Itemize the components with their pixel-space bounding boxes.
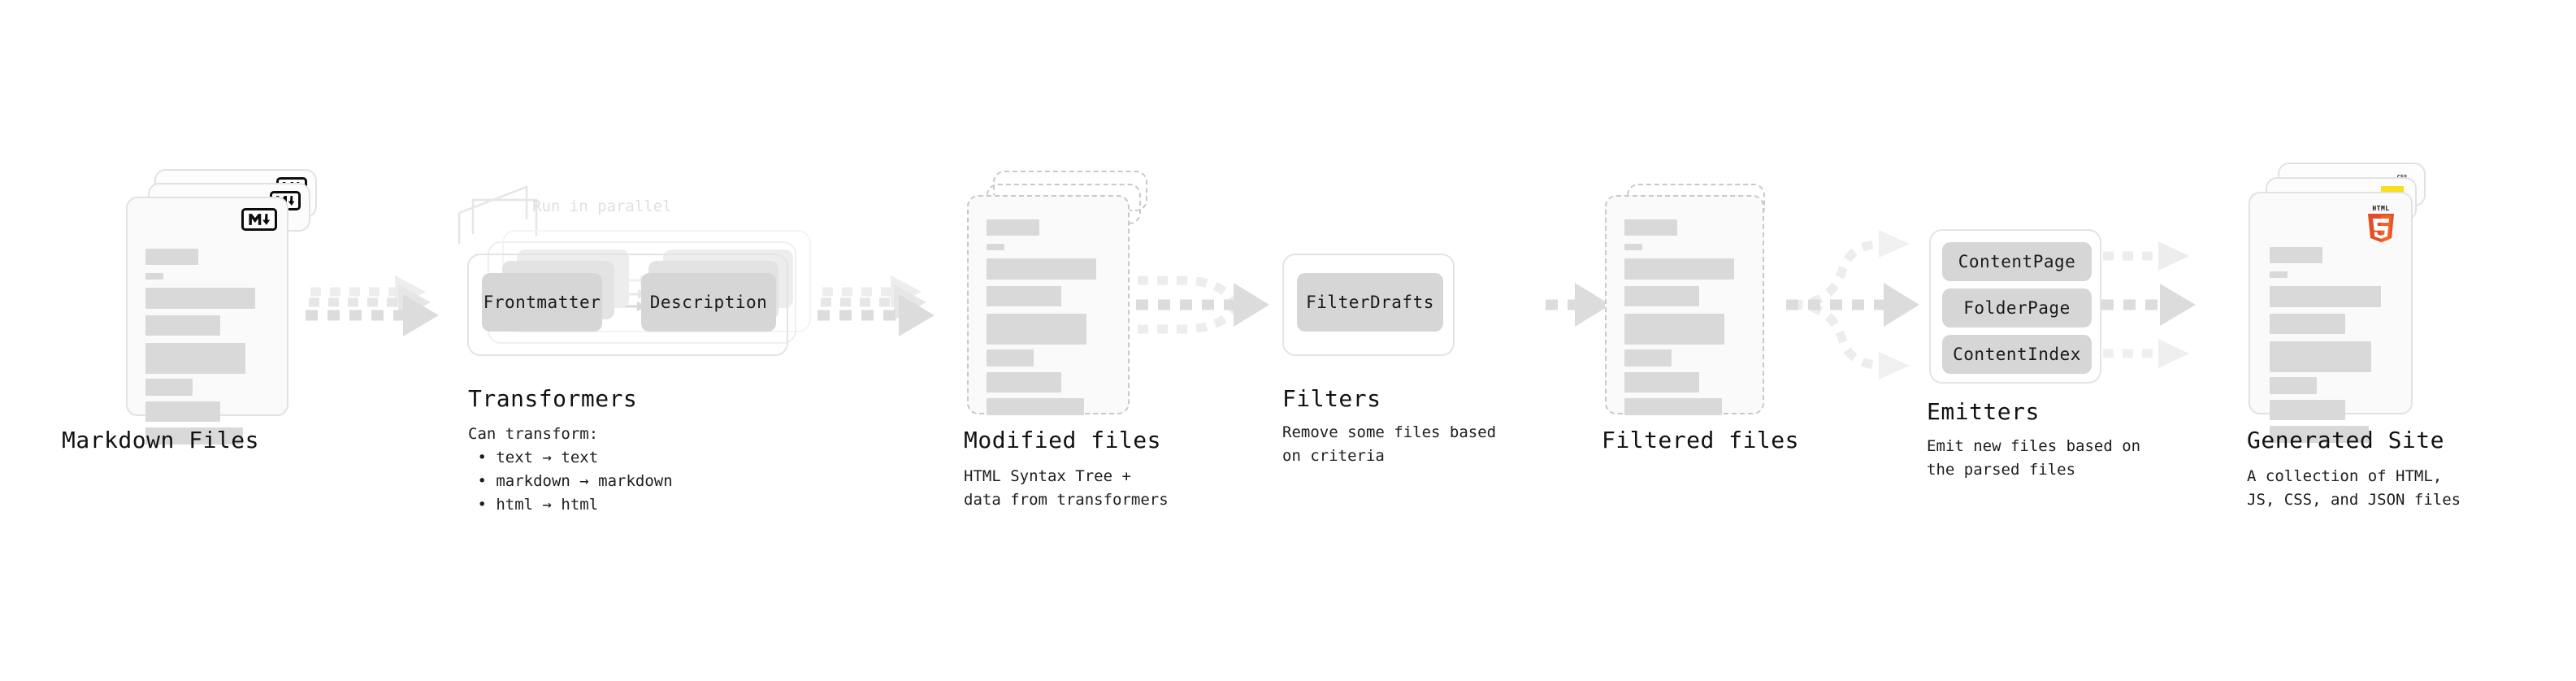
stage-subtitle-filters: Remove some files based on criteria bbox=[1282, 423, 1497, 465]
markdown-file-card-front bbox=[126, 197, 288, 445]
connector-filtered-to-emitters bbox=[1786, 230, 1919, 380]
connector-filters-to-filtered bbox=[1546, 283, 1611, 327]
content-bar bbox=[145, 343, 245, 374]
content-bar bbox=[2270, 377, 2317, 394]
transformer-chip-frontmatter[interactable]: Frontmatter bbox=[482, 273, 602, 332]
content-bar bbox=[1624, 314, 1724, 345]
stage-title-generated-site: Generated Site bbox=[2247, 427, 2445, 453]
emitters-group[interactable]: ContentPage FolderPage ContentIndex bbox=[1929, 229, 2101, 384]
content-bar bbox=[987, 219, 1039, 236]
content-bar bbox=[145, 249, 198, 265]
content-bar bbox=[145, 427, 243, 445]
content-bar bbox=[2270, 341, 2371, 372]
content-bar bbox=[1624, 286, 1699, 306]
stage-title-transformers: Transformers bbox=[468, 385, 638, 412]
stage-title-markdown-files: Markdown Files bbox=[62, 427, 260, 453]
stage-title-modified-files: Modified files bbox=[964, 427, 1162, 453]
content-bar bbox=[987, 258, 1096, 280]
content-bar bbox=[987, 372, 1061, 393]
generated-file-card-front: HTML bbox=[2249, 192, 2413, 443]
connector-modified-to-filters bbox=[1136, 275, 1269, 334]
content-bar bbox=[2270, 314, 2345, 334]
transformer-chip-description[interactable]: Description bbox=[641, 273, 776, 332]
content-bar bbox=[987, 244, 1004, 250]
content-bar bbox=[2270, 426, 2369, 443]
content-bar bbox=[1624, 398, 1722, 415]
stage-subtitle-transformers: Can transform: • text → text • markdown … bbox=[468, 425, 673, 514]
content-bar bbox=[1624, 219, 1677, 236]
content-bar bbox=[1624, 372, 1699, 393]
markdown-icon bbox=[241, 208, 277, 231]
transformer-group-front[interactable]: Frontmatter Description bbox=[467, 254, 788, 356]
filtered-file-card-front bbox=[1605, 195, 1764, 415]
content-bar bbox=[987, 286, 1061, 306]
modified-file-card-front bbox=[967, 195, 1130, 415]
run-in-parallel-label: Run in parallel bbox=[532, 197, 672, 215]
connector-transformers-to-modified bbox=[817, 275, 935, 336]
content-bar bbox=[2270, 286, 2381, 307]
stage-subtitle-emitters: Emit new files based on the parsed files bbox=[1927, 437, 2141, 479]
stage-subtitle-modified-files: HTML Syntax Tree + data from transformer… bbox=[964, 467, 1169, 509]
stage-title-filters: Filters bbox=[1282, 385, 1381, 412]
content-bar bbox=[987, 314, 1086, 345]
emitter-chip-contentindex[interactable]: ContentIndex bbox=[1942, 335, 2092, 374]
content-bar bbox=[1624, 244, 1642, 250]
filter-chip-filterdrafts[interactable]: FilterDrafts bbox=[1297, 273, 1443, 332]
content-bar bbox=[987, 349, 1034, 367]
content-bar bbox=[2270, 247, 2322, 263]
content-bar bbox=[145, 401, 220, 422]
content-bar bbox=[1624, 349, 1672, 367]
connector-markdown-to-transformers bbox=[306, 275, 439, 336]
html5-icon: HTML bbox=[2368, 205, 2394, 243]
svg-text:HTML: HTML bbox=[2372, 205, 2389, 212]
emitter-chip-contentpage[interactable]: ContentPage bbox=[1942, 242, 2092, 281]
stage-title-emitters: Emitters bbox=[1927, 398, 2040, 425]
content-bar bbox=[145, 379, 193, 396]
content-bar bbox=[2270, 400, 2345, 420]
content-bar bbox=[987, 398, 1084, 415]
connector-emitters-to-generated bbox=[2101, 241, 2196, 368]
content-bar bbox=[145, 288, 255, 309]
stage-title-filtered-files: Filtered files bbox=[1602, 427, 1800, 453]
content-bar bbox=[1624, 258, 1734, 280]
content-bar bbox=[145, 273, 163, 280]
filters-group[interactable]: FilterDrafts bbox=[1282, 254, 1455, 356]
emitter-chip-folderpage[interactable]: FolderPage bbox=[1942, 288, 2092, 327]
stage-subtitle-generated-site: A collection of HTML, JS, CSS, and JSON … bbox=[2247, 467, 2461, 509]
content-bar bbox=[2270, 271, 2288, 278]
content-bar bbox=[145, 315, 220, 336]
